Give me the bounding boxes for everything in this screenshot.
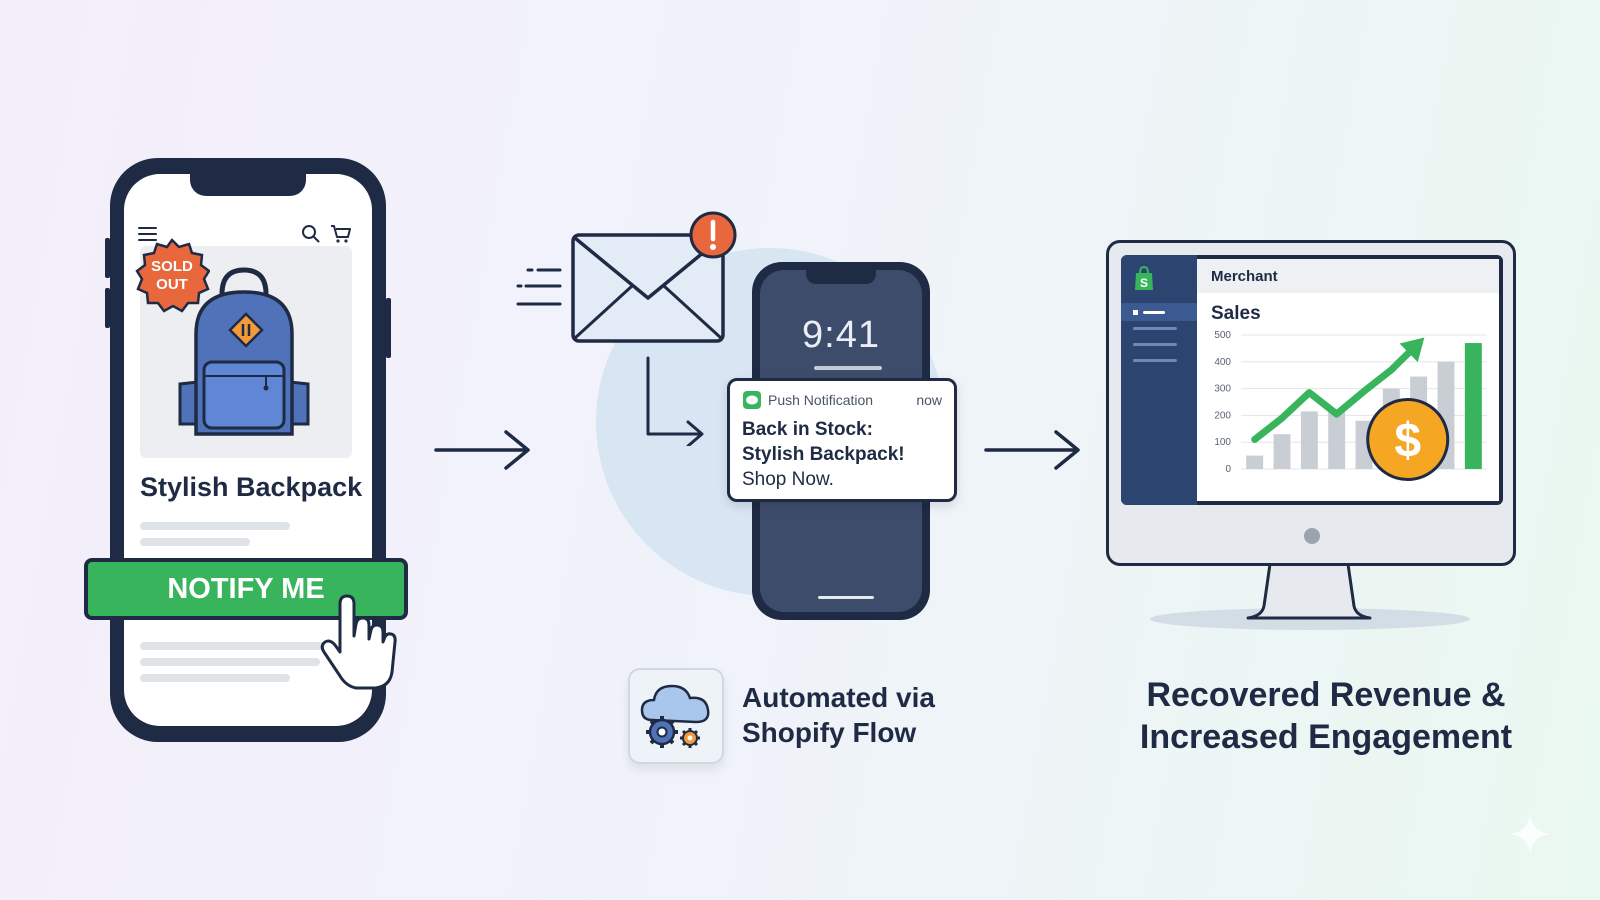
outcome-line: Recovered Revenue & bbox=[1146, 676, 1506, 714]
phone-side-button bbox=[105, 288, 110, 328]
flow-arrow-1 bbox=[434, 430, 530, 470]
automation-tile bbox=[628, 668, 724, 764]
lock-screen-clock: 9:41 bbox=[802, 314, 880, 356]
text-placeholder-line bbox=[140, 522, 290, 530]
envelope-icon bbox=[571, 233, 725, 343]
flow-arrow-2 bbox=[984, 430, 1080, 470]
sales-bar bbox=[1464, 343, 1482, 469]
admin-sidebar: S bbox=[1121, 255, 1197, 505]
outcome-line: Increased Engagement bbox=[1139, 718, 1513, 756]
phone-side-button bbox=[105, 238, 110, 278]
trend-line bbox=[1251, 339, 1423, 444]
notification-line: Stylish Backpack! bbox=[742, 444, 905, 465]
search-icon[interactable] bbox=[301, 224, 321, 244]
messages-app-icon bbox=[743, 391, 761, 409]
alert-icon bbox=[689, 211, 737, 259]
y-tick-label: 200 bbox=[1214, 410, 1231, 421]
merchant-monitor: S Merchant Sales 0 100 200 300 400 500 $ bbox=[1106, 240, 1516, 566]
phone-side-button bbox=[386, 298, 391, 358]
monitor-stand bbox=[1246, 562, 1372, 620]
push-notification-card[interactable]: Push Notification now Back in Stock: Sty… bbox=[727, 378, 957, 502]
sales-chart: 0 100 200 300 400 500 $ bbox=[1214, 330, 1487, 482]
sidebar-item[interactable] bbox=[1133, 327, 1177, 330]
notification-app-name: Push Notification bbox=[768, 392, 874, 408]
sidebar-dot bbox=[1133, 310, 1138, 315]
sidebar-item[interactable] bbox=[1133, 359, 1177, 362]
y-tick-label: 400 bbox=[1214, 357, 1231, 368]
sales-bar bbox=[1328, 411, 1346, 469]
speed-lines-icon bbox=[516, 268, 562, 306]
clock-underline bbox=[814, 366, 882, 370]
sales-chart-title: Sales bbox=[1211, 303, 1261, 324]
shopify-bag-icon: S bbox=[1135, 265, 1153, 290]
sales-bar bbox=[1273, 434, 1291, 469]
text-placeholder-line bbox=[140, 538, 250, 546]
text-placeholder-line bbox=[140, 674, 290, 682]
merchant-header: Merchant bbox=[1211, 268, 1278, 285]
text-placeholder-line bbox=[140, 658, 320, 666]
sales-bar bbox=[1300, 411, 1318, 469]
menu-icon[interactable] bbox=[138, 226, 158, 242]
connector-arrow bbox=[646, 356, 704, 446]
notification-line: Shop Now. bbox=[742, 469, 834, 490]
notification-line: Back in Stock: bbox=[742, 419, 873, 440]
admin-main: Merchant Sales 0 100 200 300 400 500 $ bbox=[1197, 259, 1499, 501]
sidebar-item[interactable] bbox=[1133, 343, 1177, 346]
automation-line: Automated via bbox=[742, 682, 935, 713]
product-phone: Stylish Backpack bbox=[105, 158, 391, 742]
notification-time: now bbox=[916, 392, 942, 408]
text-placeholder-line bbox=[140, 642, 330, 650]
notification-body: Back in Stock: Stylish Backpack! Shop No… bbox=[742, 417, 905, 492]
dollar-coin-icon bbox=[1366, 398, 1450, 482]
cart-icon[interactable] bbox=[330, 224, 352, 244]
trend-arrow-icon bbox=[1399, 337, 1425, 363]
sold-out-text: SOLD bbox=[151, 258, 193, 275]
y-tick-label: 100 bbox=[1214, 437, 1231, 448]
sidebar-item-label bbox=[1143, 311, 1165, 314]
product-image bbox=[140, 246, 352, 458]
monitor-button bbox=[1304, 528, 1320, 544]
svg-text:S: S bbox=[1140, 276, 1148, 290]
hand-cursor-icon bbox=[320, 594, 397, 690]
sales-bar bbox=[1246, 455, 1264, 469]
product-title: Stylish Backpack bbox=[140, 472, 363, 502]
y-tick-label: 500 bbox=[1214, 330, 1231, 341]
sparkle-icon bbox=[1510, 814, 1550, 854]
sold-out-badge: SOLD OUT bbox=[135, 238, 210, 313]
monitor-screen: S Merchant Sales 0 100 200 300 400 500 $ bbox=[1121, 255, 1503, 505]
admin-header: Merchant bbox=[1197, 259, 1499, 293]
phone-notch bbox=[806, 270, 876, 284]
dollar-sign: $ bbox=[1394, 415, 1421, 468]
y-tick-label: 0 bbox=[1225, 464, 1231, 475]
automation-label: Automated via Shopify Flow bbox=[742, 680, 935, 750]
y-tick-label: 300 bbox=[1214, 384, 1231, 395]
outcome-label: Recovered Revenue & Increased Engagement bbox=[1116, 674, 1536, 758]
home-indicator bbox=[818, 596, 874, 599]
backpack-image bbox=[178, 267, 310, 436]
sold-out-text: OUT bbox=[156, 276, 188, 293]
phone-notch bbox=[190, 174, 306, 196]
cloud-gear-icon bbox=[640, 684, 710, 748]
automation-line: Shopify Flow bbox=[742, 717, 917, 748]
